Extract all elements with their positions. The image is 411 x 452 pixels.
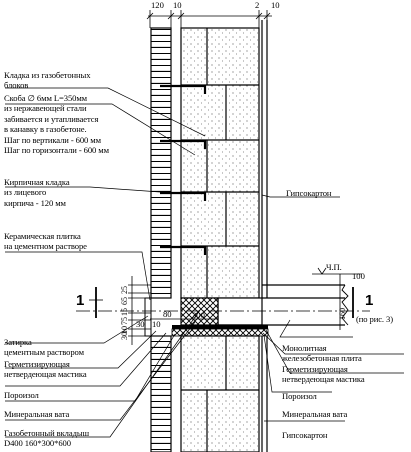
dim-gap-left: 10 [173,0,182,10]
leaders-right [261,194,404,422]
brick-cladding-upper [150,27,172,299]
label-porozol-left: Пороизол [4,390,39,400]
label-porozol-right: Пороизол [282,391,317,401]
label-ceramic-tile: Керамическая плитка на цементном раствор… [4,231,87,252]
label-aerated-insert: Газобетонный вкладыш D400 160*300*600 [4,428,90,449]
hdim-2: 80 [163,309,172,319]
vdim-1: 10 [120,326,129,334]
section-mark-right: 1 [365,292,374,309]
hdim-0: 30 [136,319,145,329]
dim-brick: 120 [151,0,164,10]
aerated-blocks-upper [180,27,260,299]
left-dimension-chain [128,276,151,345]
label-sealing-mastic-right: Герметизирующая нетвердеющая мастика [282,364,365,385]
brick-cladding-lower [150,335,172,452]
section-cut [76,287,370,318]
label-drywall-bottom: Гипсокартон [282,430,328,440]
label-mineral-wool-left: Минеральная вата [4,409,70,419]
vdim-2: 75 [120,317,129,325]
mineral-wool-strip [171,328,269,337]
label-sealing-mastic-left: Герметизирующая нетвердеющая мастика [4,359,87,380]
label-slab-dim: 160 [338,308,347,320]
label-mineral-wool-right: Минеральная вата [282,409,348,419]
drywall [261,20,268,452]
label-staple: Скоба ∅ 6мм L=350мм из нержавеющей стали… [4,93,109,156]
label-brick-masonry: Кирпичная кладка из лицевого кирпича - 1… [4,177,70,208]
label-drywall-top: Гипсокартон [286,188,332,198]
label-floor-mark: Ч.П. [326,262,342,272]
floor-level-marker [312,267,362,330]
vdim-5: 25 [120,286,129,294]
vdim-3: 15 [120,308,129,316]
leaders-left [5,87,206,438]
porozol-strip [172,325,268,329]
label-grout: Затирка цементным раствором [4,337,84,358]
section-mark-left: 1 [76,292,85,309]
aerated-blocks-lower [180,335,260,452]
label-block-masonry: Кладка из газобетонных блоков [4,70,91,91]
staple-anchors [160,84,207,255]
label-floor-dim: 100 [352,271,365,281]
dim-gap-right-a: 2 [255,0,260,10]
section-mark-note: (по рис. 3) [356,314,393,324]
vdim-4: 65 [120,297,129,305]
hdim-3: 300 [192,310,205,320]
hdim-1: 10 [152,319,161,329]
label-monolithic-slab: Монолитная железобетонная плита [282,343,362,364]
top-dimension-line [146,10,272,28]
dim-gap-right-b: 10 [271,0,280,10]
